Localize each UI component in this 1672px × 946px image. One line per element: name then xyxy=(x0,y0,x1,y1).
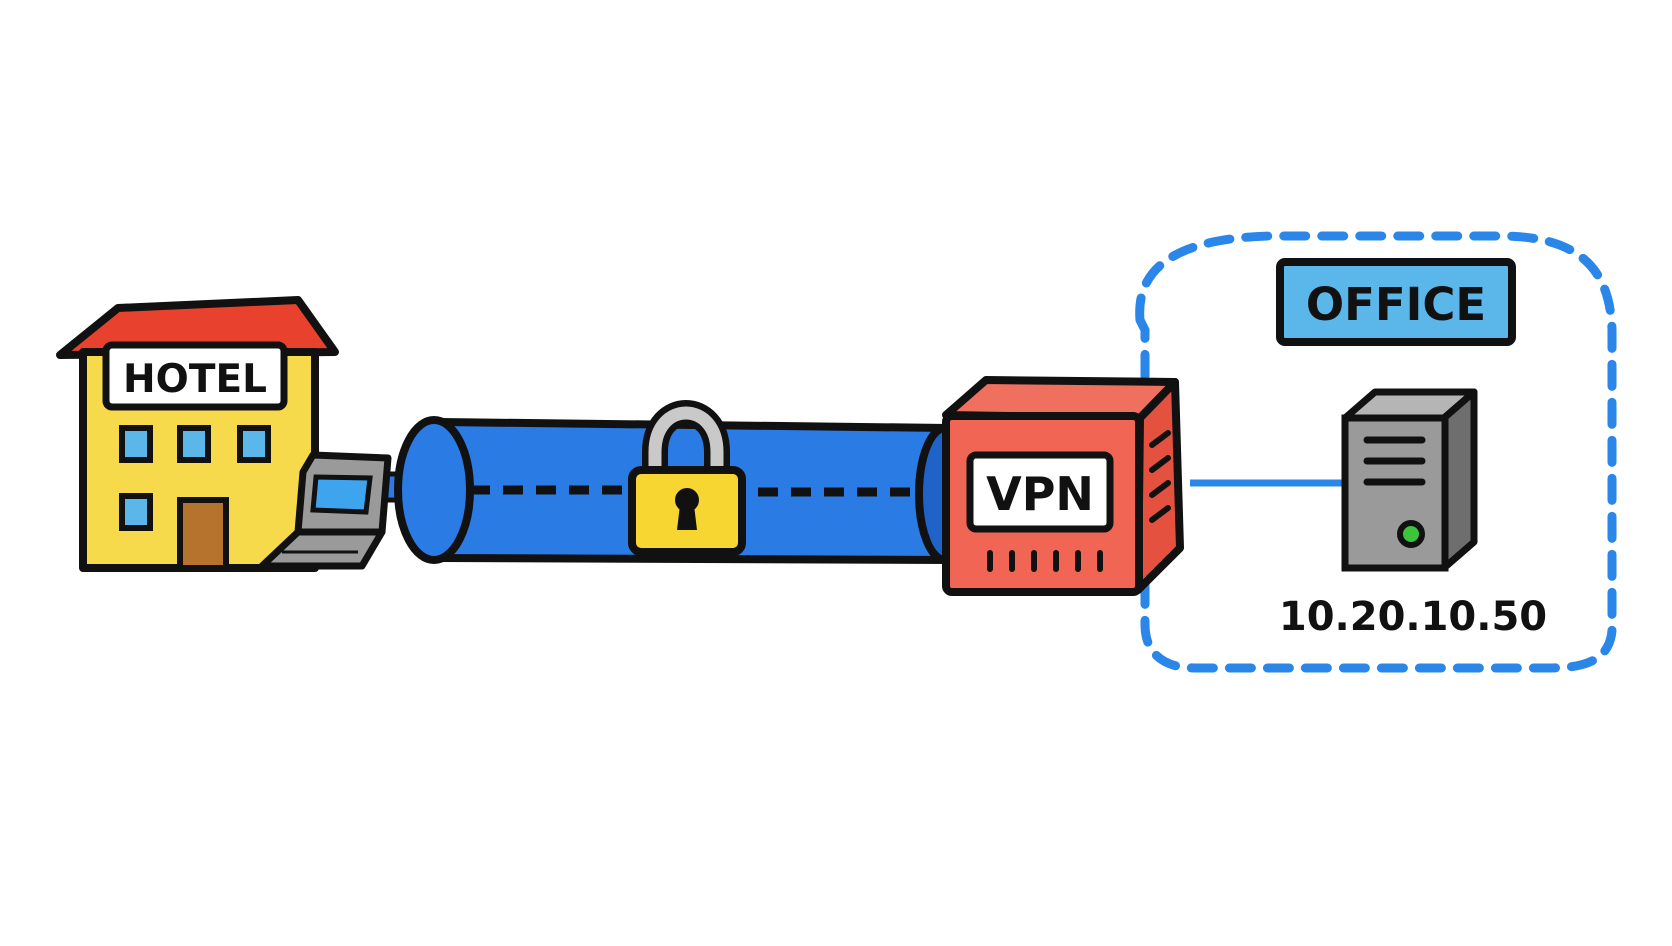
hotel-label: HOTEL xyxy=(123,357,267,402)
hotel-sign xyxy=(102,341,288,411)
server-ip-address: 10.20.10.50 xyxy=(1279,594,1547,640)
laptop-base xyxy=(258,528,386,570)
lock-shackle xyxy=(648,406,724,478)
hotel-window xyxy=(177,425,211,463)
hotel-window xyxy=(237,425,271,463)
vpn-gateway-icon: VPN xyxy=(942,376,1184,596)
office-zone xyxy=(1135,231,1617,673)
padlock-icon xyxy=(628,400,746,556)
vpn-side-vents xyxy=(1149,430,1171,523)
laptop-icon xyxy=(258,451,392,570)
office-label-box xyxy=(1276,258,1516,346)
server-tower-icon xyxy=(1341,388,1478,572)
keyhole-slot xyxy=(677,505,697,530)
hotel-building-icon: HOTEL xyxy=(56,296,339,572)
tunnel-near-end xyxy=(394,416,474,564)
vpn-label: VPN xyxy=(986,467,1094,521)
office-label-tag: OFFICE xyxy=(1276,258,1516,346)
office-label: OFFICE xyxy=(1306,278,1486,331)
hotel-windows xyxy=(119,425,271,531)
vpn-label-box xyxy=(966,451,1114,533)
hotel-window xyxy=(119,425,153,463)
hotel-window xyxy=(119,493,153,531)
server-drive-bays xyxy=(1363,436,1426,486)
office-dashed-border xyxy=(1135,231,1617,673)
server-power-led xyxy=(1397,520,1425,548)
laptop-screen xyxy=(310,474,373,515)
vpn-front-vents xyxy=(987,550,1103,572)
hotel-door xyxy=(177,497,229,571)
